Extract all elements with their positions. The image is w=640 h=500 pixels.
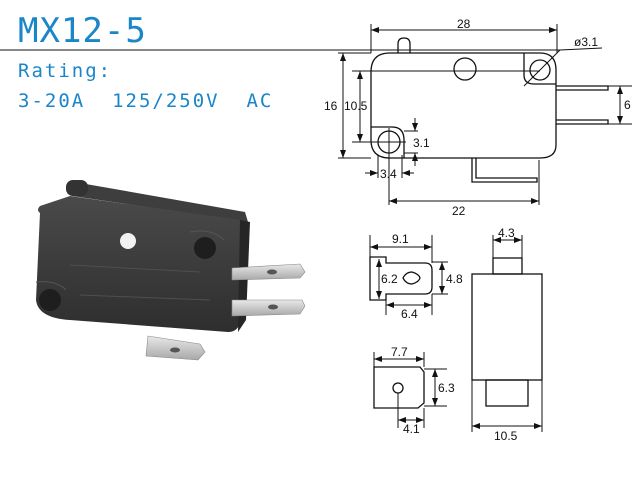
front-view-drawing: ø3.1 28 16 10.5 6 (0, 17, 632, 218)
dim-actuator-width: 4.3 (498, 226, 515, 240)
dim-terminal-b-length: 7.7 (391, 345, 408, 359)
rating-label: Rating: (18, 60, 113, 82)
dim-hole-spacing-h: 22 (452, 204, 466, 218)
dim-terminal-hole: 6.2 (381, 272, 398, 286)
dim-hole-dia: ø3.1 (574, 35, 598, 49)
dim-hole-offset-h: 3.4 (380, 167, 397, 181)
dim-terminal-b-hole-pos: 4.1 (403, 422, 420, 436)
rating-value: 3-20A 125/250V AC (18, 90, 274, 112)
side-view-drawing: 4.3 10.5 (471, 226, 543, 443)
dim-height: 16 (324, 99, 338, 113)
terminal-bottom-drawing: 7.7 6.3 4.1 (373, 345, 455, 436)
dim-body-width: 10.5 (494, 429, 518, 443)
terminal-top-drawing: 9.1 6.2 4.8 6.4 (369, 232, 463, 321)
model-title: MX12-5 (18, 11, 147, 51)
dim-terminal-b-width: 6.3 (438, 381, 455, 395)
dim-terminal-spacing: 6 (624, 98, 631, 112)
dim-terminal-length: 9.1 (392, 232, 409, 246)
dim-terminal-width: 4.8 (446, 272, 463, 286)
dim-width: 28 (457, 17, 471, 31)
dim-hole-offset-v: 3.1 (413, 136, 430, 150)
dim-terminal-blade: 6.4 (401, 307, 418, 321)
switch-photo (35, 180, 306, 361)
dim-hole-spacing-v: 10.5 (344, 99, 368, 113)
